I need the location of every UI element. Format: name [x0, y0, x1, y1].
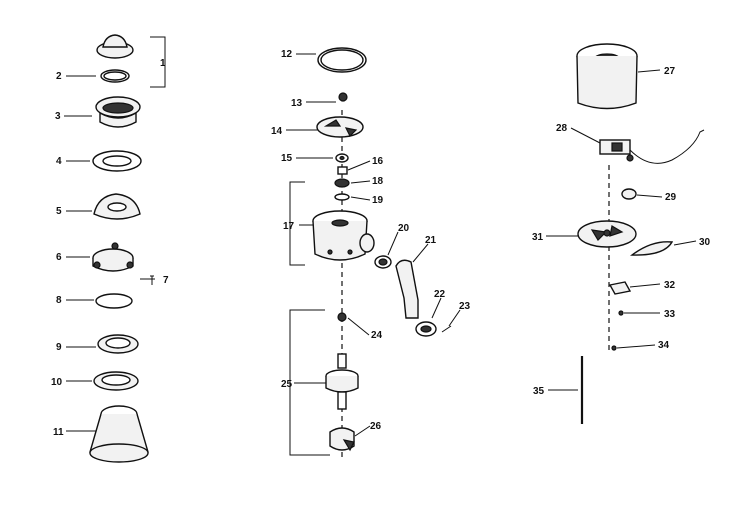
- label-21: 21: [425, 235, 437, 246]
- part-29-cap[interactable]: [621, 188, 637, 200]
- label-13: 13: [291, 98, 303, 109]
- part-26-fitting[interactable]: [329, 427, 355, 452]
- label-1: 1: [160, 58, 166, 69]
- label-6: 6: [56, 252, 62, 263]
- part-25-motor[interactable]: [325, 353, 359, 410]
- part-13-nut[interactable]: [338, 92, 348, 102]
- label-29: 29: [665, 192, 677, 203]
- part-24-nut[interactable]: [337, 312, 347, 322]
- label-24: 24: [371, 330, 383, 341]
- label-34: 34: [658, 340, 670, 351]
- part-10-lower-ring[interactable]: [93, 371, 139, 391]
- label-8: 8: [56, 295, 62, 306]
- part-7-screw[interactable]: [150, 275, 154, 285]
- label-31: 31: [532, 232, 544, 243]
- label-14: 14: [271, 126, 283, 137]
- label-28: 28: [556, 123, 568, 134]
- middle-assembly: [286, 47, 461, 460]
- part-9-gasket[interactable]: [97, 334, 139, 354]
- part-3-flange[interactable]: [95, 96, 141, 128]
- label-30: 30: [699, 237, 711, 248]
- part-33-screw[interactable]: [618, 310, 624, 316]
- part-5-backup-flange[interactable]: [93, 193, 141, 220]
- label-32: 32: [664, 280, 676, 291]
- label-3: 3: [55, 111, 61, 122]
- part-30-blade[interactable]: [629, 241, 674, 256]
- part-32-plate[interactable]: [608, 281, 632, 295]
- part-4-gasket[interactable]: [92, 150, 142, 172]
- label-7: 7: [163, 275, 169, 286]
- part-labels: 1 2 3 4 5 6 7 8 9 10 11 12 13 14 15 16 1…: [51, 49, 711, 438]
- label-2: 2: [56, 71, 62, 82]
- part-27-chamber[interactable]: [576, 43, 638, 110]
- part-17-hopper[interactable]: [312, 210, 375, 261]
- part-19-washer[interactable]: [334, 193, 350, 201]
- label-15: 15: [281, 153, 293, 164]
- label-27: 27: [664, 66, 676, 77]
- part-31-turntable[interactable]: [577, 220, 637, 248]
- label-16: 16: [372, 156, 384, 167]
- part-12-ring[interactable]: [317, 47, 367, 73]
- label-23: 23: [459, 301, 471, 312]
- part-8-snap-ring[interactable]: [95, 293, 133, 309]
- label-19: 19: [372, 195, 384, 206]
- part-23-screw[interactable]: [441, 325, 452, 333]
- label-10: 10: [51, 377, 63, 388]
- label-12: 12: [281, 49, 293, 60]
- part-18-washer[interactable]: [334, 178, 350, 188]
- label-20: 20: [398, 223, 410, 234]
- left-assembly: [64, 34, 166, 463]
- part-11-housing[interactable]: [89, 405, 149, 463]
- label-35: 35: [533, 386, 545, 397]
- label-22: 22: [434, 289, 446, 300]
- label-9: 9: [56, 342, 62, 353]
- label-11: 11: [53, 427, 64, 438]
- part-2-ring[interactable]: [100, 69, 130, 83]
- part-22-clamp[interactable]: [415, 321, 437, 337]
- right-assembly: [546, 43, 705, 424]
- part-15-washer[interactable]: [335, 153, 349, 163]
- part-20-clamp[interactable]: [374, 255, 392, 269]
- part-28-switch[interactable]: [599, 129, 705, 164]
- label-4: 4: [56, 156, 62, 167]
- label-5: 5: [56, 206, 62, 217]
- part-21-hose[interactable]: [395, 259, 419, 319]
- part-6-mounting-ring[interactable]: [92, 242, 134, 272]
- label-25: 25: [281, 379, 293, 390]
- label-18: 18: [372, 176, 384, 187]
- part-1-stopper[interactable]: [96, 34, 134, 59]
- part-14-plate[interactable]: [316, 116, 364, 138]
- part-16-spacer[interactable]: [337, 166, 348, 175]
- part-34-screw[interactable]: [611, 345, 617, 351]
- label-33: 33: [664, 309, 676, 320]
- label-26: 26: [370, 421, 382, 432]
- label-17: 17: [283, 221, 295, 232]
